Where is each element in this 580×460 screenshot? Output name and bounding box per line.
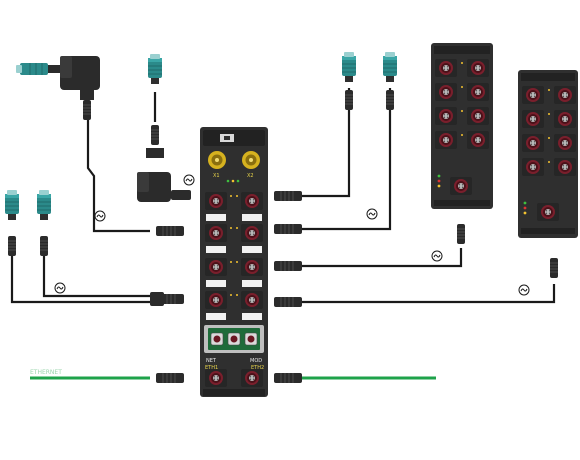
label-strip xyxy=(242,246,262,253)
ethernet-label-2: ETH2 xyxy=(251,365,264,371)
power-connector-x1 xyxy=(208,151,226,169)
port-3a xyxy=(205,224,227,242)
plug-ethernet-1 xyxy=(155,372,185,384)
address-display xyxy=(204,325,264,353)
plug-port-left-1 xyxy=(155,225,185,237)
label-strip xyxy=(242,280,262,287)
label-strip xyxy=(242,214,262,221)
label-strip xyxy=(206,214,226,221)
port-7a xyxy=(205,291,227,309)
ethernet-label-1: ETH1 xyxy=(205,365,218,371)
angled-connector-middle xyxy=(137,124,191,202)
ethernet-cable: ETHERNET xyxy=(30,369,436,380)
manufacturer-logo-icon xyxy=(220,134,234,142)
cable-right-3 xyxy=(300,248,463,268)
cable-sensor-left-1 xyxy=(10,236,150,304)
cable-break-icon xyxy=(183,174,195,186)
ethernet-port-2 xyxy=(241,369,263,387)
power-connector-x2 xyxy=(242,151,260,169)
cable-right-2 xyxy=(300,88,392,231)
label-strip xyxy=(206,313,226,320)
plug-ethernet-2 xyxy=(273,372,303,384)
status-leds xyxy=(226,179,240,183)
plug-port-right-1 xyxy=(273,190,303,202)
port-2a xyxy=(241,192,263,210)
plug-port-right-3 xyxy=(273,260,303,272)
power-label-x2: X2 xyxy=(247,173,254,179)
port-5a xyxy=(205,258,227,276)
cable-break-icon xyxy=(366,208,378,220)
plug-port-right-2 xyxy=(273,223,303,235)
proximity-sensor-3 xyxy=(147,53,163,85)
proximity-sensor-4 xyxy=(341,51,357,83)
cable-angle-sensor-top xyxy=(86,120,150,233)
proximity-sensor-6 xyxy=(16,63,60,75)
y-splitter xyxy=(150,292,164,306)
proximity-sensor-2 xyxy=(36,189,52,221)
status-label-mod: MOD xyxy=(250,358,262,364)
main-io-module: X1 X2 xyxy=(200,127,268,397)
cable-right-4 xyxy=(300,284,556,304)
ethernet-port-1 xyxy=(205,369,227,387)
label-strip xyxy=(206,280,226,287)
port-4a xyxy=(241,224,263,242)
proximity-sensor-1 xyxy=(4,189,20,221)
port-6a xyxy=(241,258,263,276)
svg-text:ETHERNET: ETHERNET xyxy=(30,369,62,376)
port-1a xyxy=(205,192,227,210)
cable-break-icon xyxy=(518,284,530,296)
port-leds xyxy=(230,195,238,296)
cable-break-icon xyxy=(94,210,106,222)
status-label-net: NET xyxy=(206,358,217,364)
proximity-sensor-5 xyxy=(382,51,398,83)
port-8a xyxy=(241,291,263,309)
label-strip xyxy=(242,313,262,320)
cable-right-1 xyxy=(300,88,351,198)
cable-break-icon xyxy=(431,250,443,262)
label-strip xyxy=(206,246,226,253)
expansion-module-2 xyxy=(518,70,578,238)
cable-break-icon xyxy=(54,282,66,294)
angled-connector-top xyxy=(60,56,100,121)
expansion-module-1 xyxy=(431,43,493,209)
plug-port-right-4 xyxy=(273,296,303,308)
power-label-x1: X1 xyxy=(213,173,220,179)
